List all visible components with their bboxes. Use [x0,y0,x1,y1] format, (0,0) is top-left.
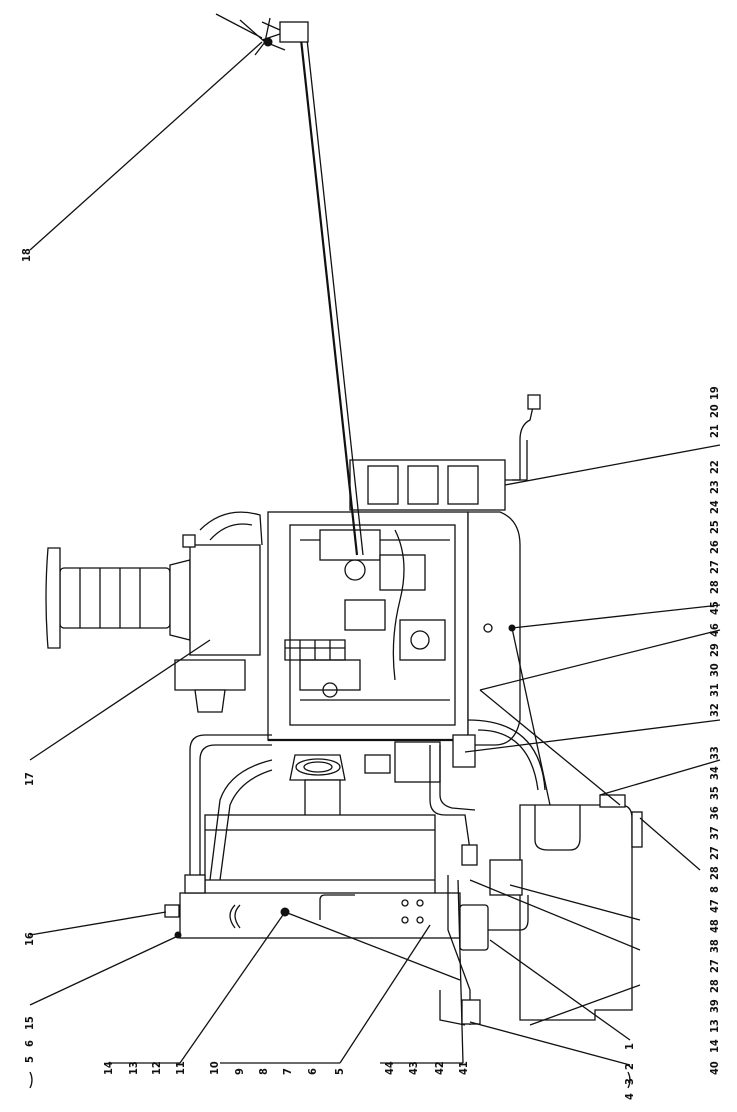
callout-r37: 37 [708,826,721,840]
callout-r8: 8 [708,886,721,893]
callout-42: 42 [433,1061,446,1075]
callout-r36: 36 [708,806,721,820]
radiator [179,814,461,939]
throttle-cable [215,13,364,556]
callout-r19: 19 [708,386,721,400]
callout-4: 4 [623,1093,636,1100]
callout-43: 43 [407,1061,420,1075]
callout-3: 3 [623,1078,636,1085]
callout-5: 5 [23,1056,36,1063]
callout-r33: 33 [708,746,721,760]
callout-11: 11 [174,1061,187,1075]
callout-15: 15 [23,1016,36,1030]
callout-7: 7 [281,1068,294,1075]
callout-16: 16 [23,932,36,946]
callout-6b: 6 [306,1068,319,1075]
callout-r47: 47 [708,899,721,913]
oil-pan [467,511,521,746]
leader-lines [29,41,721,1066]
callout-r38: 38 [708,939,721,953]
callout-1: 1 [623,1043,636,1050]
callout-labels-right: 19 20 21 22 23 24 25 26 27 28 45 46 29 3… [708,386,721,1075]
callout-r32: 32 [708,703,721,717]
callout-r29: 29 [708,643,721,657]
callout-r30: 30 [708,663,721,677]
callout-r34: 34 [708,766,721,780]
callout-r27c: 27 [708,959,721,973]
callout-r48: 48 [708,919,721,933]
callout-r27b: 27 [708,846,721,860]
callout-r28b: 28 [708,866,721,880]
callout-18: 18 [20,248,33,262]
callout-brackets-left [29,1062,631,1089]
callout-r22: 22 [708,460,721,474]
callout-labels-left: 18 17 16 15 6 5 14 13 12 11 10 9 8 7 6 5… [20,248,636,1100]
callout-12: 12 [150,1061,163,1075]
engine-block [267,511,469,742]
callout-r20: 20 [708,404,721,418]
callout-r46: 46 [708,623,721,637]
callout-r23: 23 [708,480,721,494]
pulley-assembly [289,741,441,821]
callout-r26: 26 [708,540,721,554]
callout-17: 17 [23,772,36,786]
callout-r27a: 27 [708,560,721,574]
callout-9: 9 [233,1068,246,1075]
callout-41: 41 [457,1061,470,1075]
callout-13: 13 [127,1061,140,1075]
callout-r24: 24 [708,500,721,514]
callout-6: 6 [23,1040,36,1047]
callout-2: 2 [623,1063,636,1070]
callout-r35: 35 [708,786,721,800]
callout-44: 44 [383,1061,396,1075]
callout-14: 14 [102,1061,115,1075]
callout-r39: 39 [708,999,721,1013]
callout-r13: 13 [708,1019,721,1033]
fuel-tank [429,719,643,1026]
air-filter [45,511,263,713]
callout-r14: 14 [708,1039,721,1053]
callout-r31: 31 [708,683,721,697]
callout-10: 10 [208,1061,221,1075]
callout-8: 8 [257,1068,270,1075]
callout-r40: 40 [708,1061,721,1075]
callout-r25: 25 [708,520,721,534]
callout-5b: 5 [333,1068,346,1075]
callout-r28a: 28 [708,580,721,594]
callout-r28c: 28 [708,979,721,993]
exhaust-manifold [349,394,541,511]
cooling-hoses [164,734,273,939]
callout-r21: 21 [708,424,721,438]
callout-r45: 45 [708,601,721,615]
